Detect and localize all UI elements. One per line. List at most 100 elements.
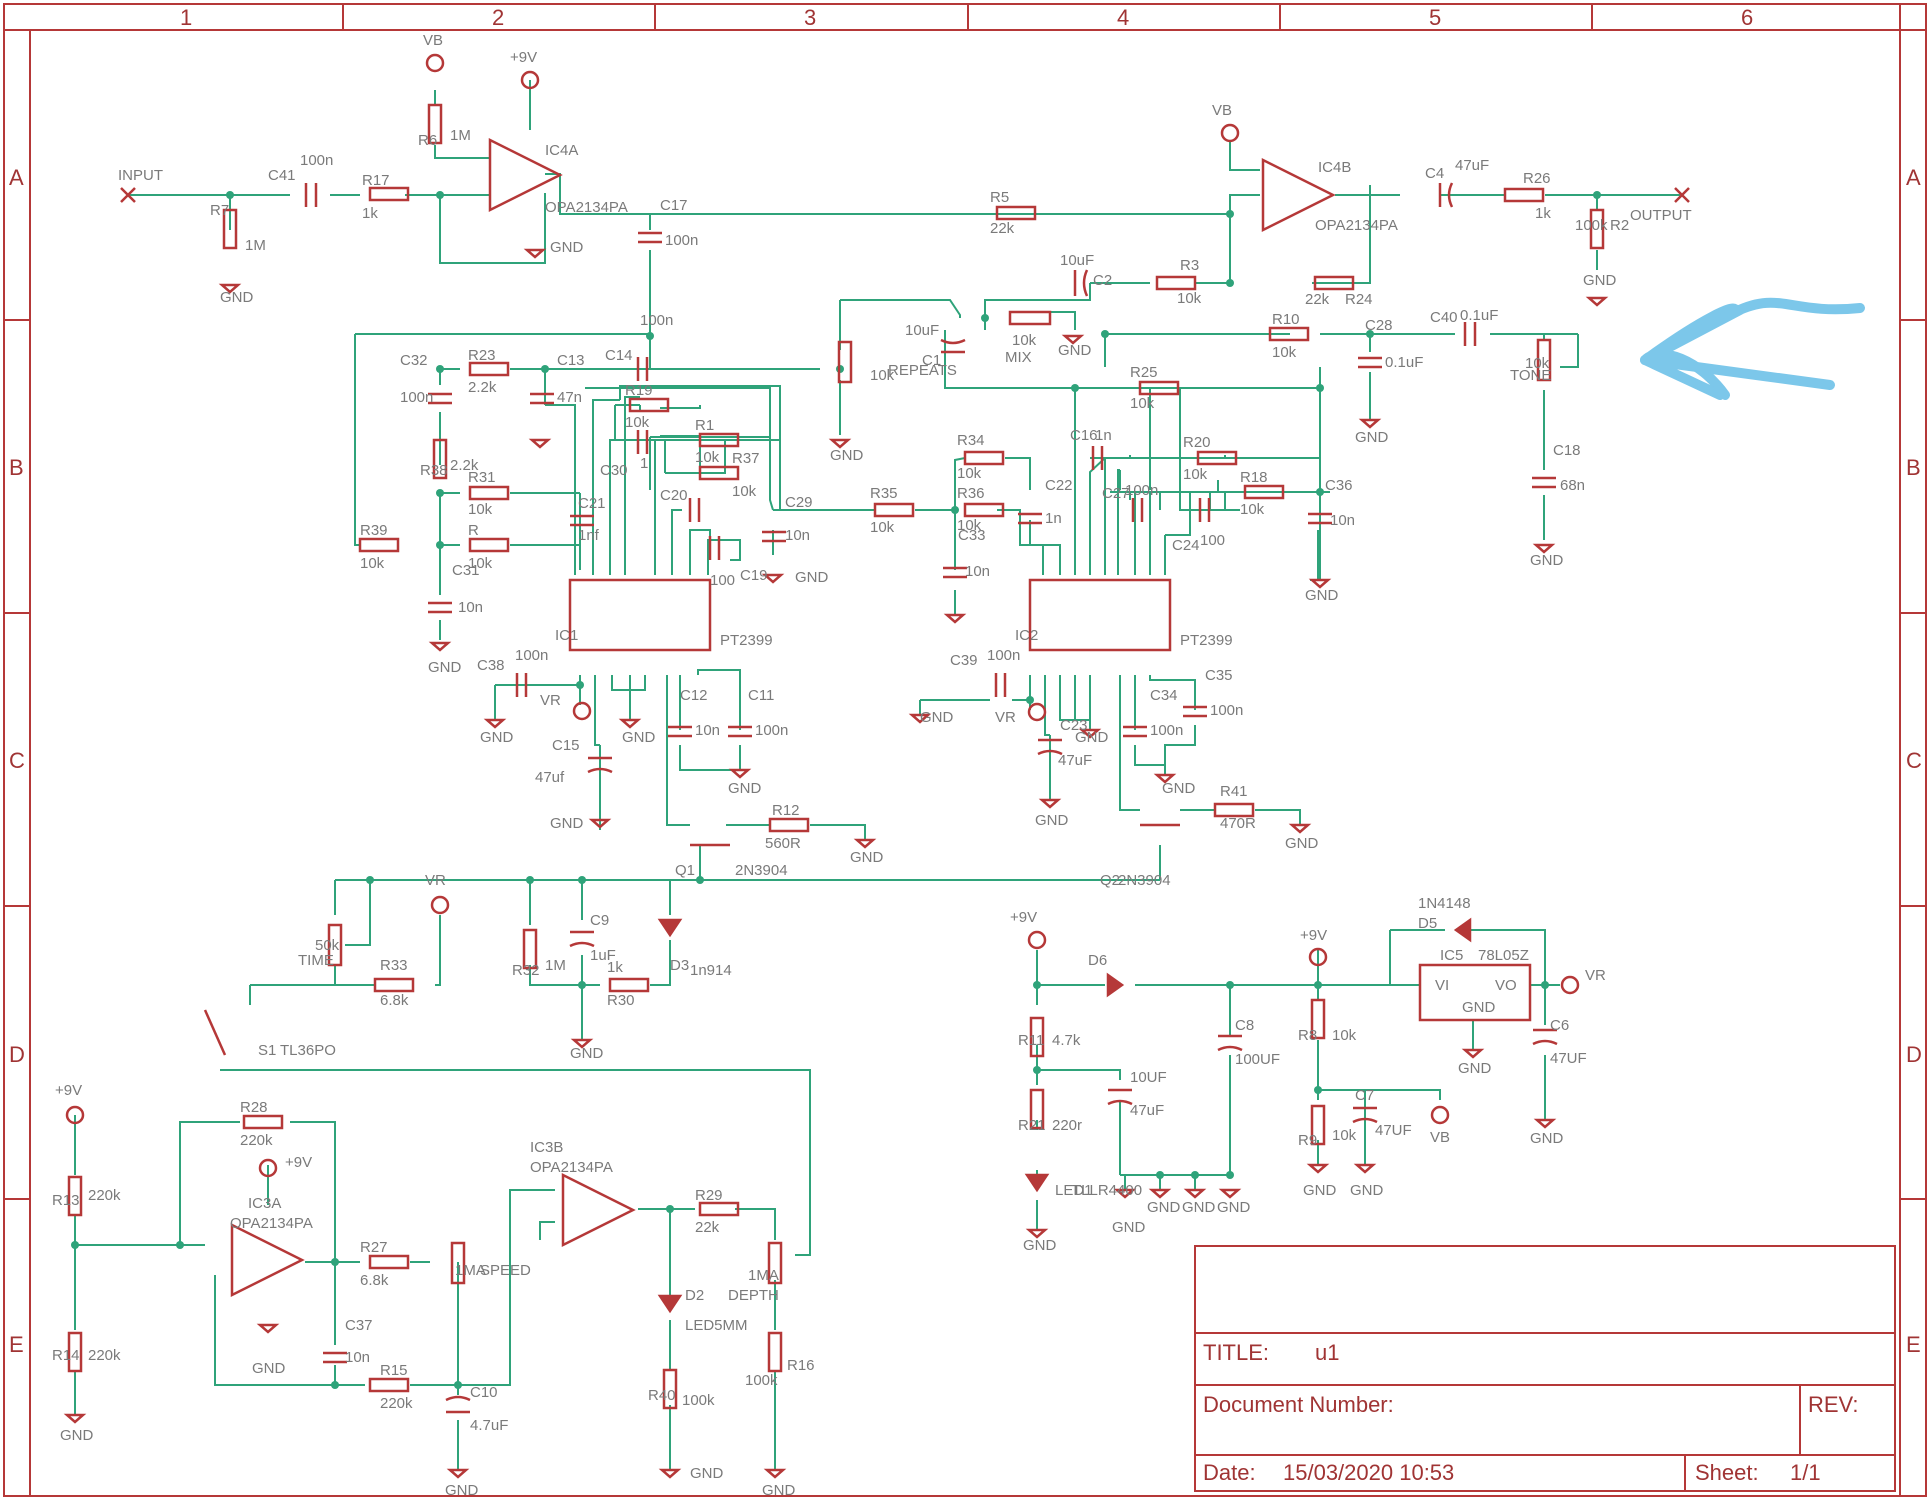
zone-row-d: D [9, 1042, 25, 1067]
component-label: C21 [578, 495, 606, 512]
zone-row-a-right: A [1906, 165, 1921, 190]
annotation-arrow [1640, 297, 1865, 400]
component-label: 220k [88, 1187, 121, 1204]
component-label: GND [1285, 835, 1319, 852]
r29-body [698, 1201, 740, 1217]
component-label: VR [1585, 967, 1606, 984]
ic2-ref: IC2 [1015, 627, 1038, 644]
supply-symbols [65, 53, 1580, 1178]
component-label: R9 [1298, 1132, 1317, 1149]
title-value: u1 [1315, 1340, 1339, 1365]
zone-row-b-right: B [1906, 455, 1921, 480]
r-body [468, 537, 510, 553]
c36-body [1308, 512, 1332, 525]
c40-body [1463, 322, 1477, 346]
component-label: 10k [1012, 332, 1037, 349]
c14-body [636, 357, 649, 381]
component-label: C8 [1235, 1017, 1254, 1034]
component-label: GND [850, 849, 884, 866]
component-label: LED5MM [685, 1317, 748, 1334]
r35-body [873, 502, 915, 518]
component-label: 10k [1525, 355, 1550, 372]
d5-body [1453, 917, 1472, 943]
outer-frame [3, 3, 1927, 1497]
ic4a-body [488, 137, 563, 213]
component-label: 220k [380, 1395, 413, 1412]
component-label: GND [1583, 272, 1617, 289]
component-label: 10k [1183, 466, 1208, 483]
component-label: C41 [268, 167, 296, 184]
title-block: TITLE: u1 Document Number: REV: Date: 15… [1194, 1245, 1896, 1492]
component-label: 1n [1095, 427, 1112, 444]
zone-col-5: 5 [1429, 5, 1441, 30]
r1-body [698, 432, 740, 448]
component-label: 6.8k [380, 992, 409, 1009]
r9-body [1310, 1104, 1326, 1146]
component-label: 47n [557, 389, 582, 406]
rev-label: REV: [1808, 1392, 1859, 1417]
mix-pot-body [1008, 310, 1052, 326]
ic1-body [568, 578, 712, 652]
component-label: 10k [1177, 290, 1202, 307]
component-label: GND [1147, 1199, 1181, 1216]
title-label: TITLE: [1203, 1340, 1269, 1365]
c23-body [1037, 738, 1063, 756]
component-label: C10 [470, 1384, 498, 1401]
component-label: 4.7uF [470, 1417, 508, 1434]
zone-row-e-right: E [1906, 1332, 1921, 1357]
r16-body [767, 1331, 783, 1373]
component-label: 1M [545, 957, 566, 974]
component-label: R31 [468, 469, 496, 486]
r24-body [1313, 275, 1355, 291]
component-label: C27 [1102, 485, 1130, 502]
component-label: 47uF [1455, 157, 1489, 174]
component-label: REPEATS [888, 362, 957, 379]
component-label: 100 [1200, 532, 1225, 549]
component-label: 2.2k [450, 457, 479, 474]
component-label: GND [1350, 1182, 1384, 1199]
time-pot-body [327, 923, 343, 967]
component-label: R12 [772, 802, 800, 819]
r10-body [1268, 326, 1310, 342]
ground-symbols [63, 248, 1609, 1479]
speed-pot-body [450, 1241, 466, 1285]
component-label: R20 [1183, 434, 1211, 451]
component-label: R10 [1272, 311, 1300, 328]
component-label: TONE [1510, 367, 1551, 384]
c35-body [1183, 705, 1207, 718]
r18-body [1243, 484, 1285, 500]
component-label: 10n [695, 722, 720, 739]
component-label: VR [995, 709, 1016, 726]
component-label: R28 [240, 1099, 268, 1116]
c8-body [1217, 1034, 1243, 1052]
ic5-body [1418, 963, 1532, 1022]
component-label: 220k [88, 1347, 121, 1364]
component-label: C15 [552, 737, 580, 754]
zone-rows: A A B B C C D D E E [9, 165, 1922, 1357]
component-label: C1 [922, 352, 941, 369]
component-label: 10k [468, 501, 493, 518]
c12-body [668, 725, 692, 738]
component-label: GND [1530, 1130, 1564, 1147]
component-label: C36 [1325, 477, 1353, 494]
ic3b-body [561, 1172, 636, 1248]
zone-col-2: 2 [492, 5, 504, 30]
c11-body [728, 725, 752, 738]
c15-body [587, 756, 613, 774]
c18-body [1532, 476, 1556, 489]
component-label: 10k [1240, 501, 1265, 518]
c38-body [515, 673, 528, 697]
component-label: VB [1430, 1129, 1450, 1146]
component-label: C35 [1205, 667, 1233, 684]
component-label: 47UF [1375, 1122, 1412, 1139]
component-label: GND [570, 1045, 604, 1062]
component-label: R40 [648, 1387, 676, 1404]
component-label: 22k [1305, 291, 1330, 308]
component-label: 0.1uF [1460, 307, 1498, 324]
component-label: GND [1303, 1182, 1337, 1199]
component-label: OPA2134PA [230, 1215, 313, 1232]
component-label: D5 [1418, 915, 1437, 932]
c9-body [569, 930, 595, 948]
component-label: +9V [1300, 927, 1327, 944]
c20-body [688, 498, 701, 522]
